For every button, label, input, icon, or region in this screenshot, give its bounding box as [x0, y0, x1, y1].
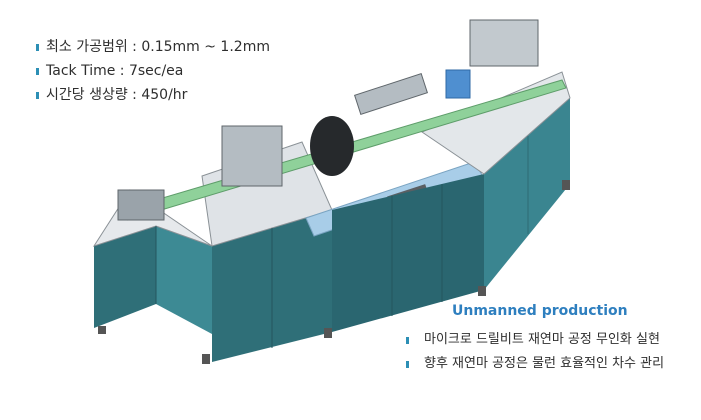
spec-list: 최소 가공범위 : 0.15mm ~ 1.2mm Tack Time : 7se… [36, 35, 270, 107]
bullet-icon [406, 361, 409, 368]
bullet-icon [36, 68, 39, 75]
bullet-icon [36, 44, 39, 51]
grinding-module [221, 125, 283, 187]
control-box [445, 69, 471, 99]
left-cabinet-front [94, 226, 156, 328]
unmanned-production-heading: Unmanned production [452, 303, 628, 319]
feature-item: 향후 재연마 공정은 물런 효율적인 차수 관리 [406, 352, 664, 376]
right-cabinet-side [484, 98, 570, 290]
feature-text: 향후 재연마 공정은 물런 효율적인 차수 관리 [424, 356, 665, 371]
bullet-icon [406, 337, 409, 344]
loader-module [117, 189, 165, 221]
feature-list: 마이크로 드릴비트 재연마 공정 무인화 실현 향후 재연마 공정은 물런 효율… [406, 328, 664, 376]
spec-tack-time: Tack Time : 7sec/ea [46, 63, 184, 79]
production-machine-illustration [92, 19, 571, 364]
right-cabinet-front [332, 174, 484, 332]
left-cabinet-side [156, 226, 212, 334]
spec-item: Tack Time : 7sec/ea [36, 59, 270, 83]
unloader-module [469, 19, 539, 67]
feature-item: 마이크로 드릴비트 재연마 공정 무인화 실현 [406, 328, 664, 352]
spec-item: 시간당 생상량 : 450/hr [36, 83, 270, 107]
gantry-arm [353, 73, 429, 115]
spec-min-range: 최소 가공범위 : 0.15mm ~ 1.2mm [46, 39, 270, 55]
grinding-head [310, 116, 354, 176]
spec-item: 최소 가공범위 : 0.15mm ~ 1.2mm [36, 35, 270, 59]
spec-throughput: 시간당 생상량 : 450/hr [46, 87, 188, 103]
bullet-icon [36, 92, 39, 99]
feature-text: 마이크로 드릴비트 재연마 공정 무인화 실현 [424, 332, 660, 347]
